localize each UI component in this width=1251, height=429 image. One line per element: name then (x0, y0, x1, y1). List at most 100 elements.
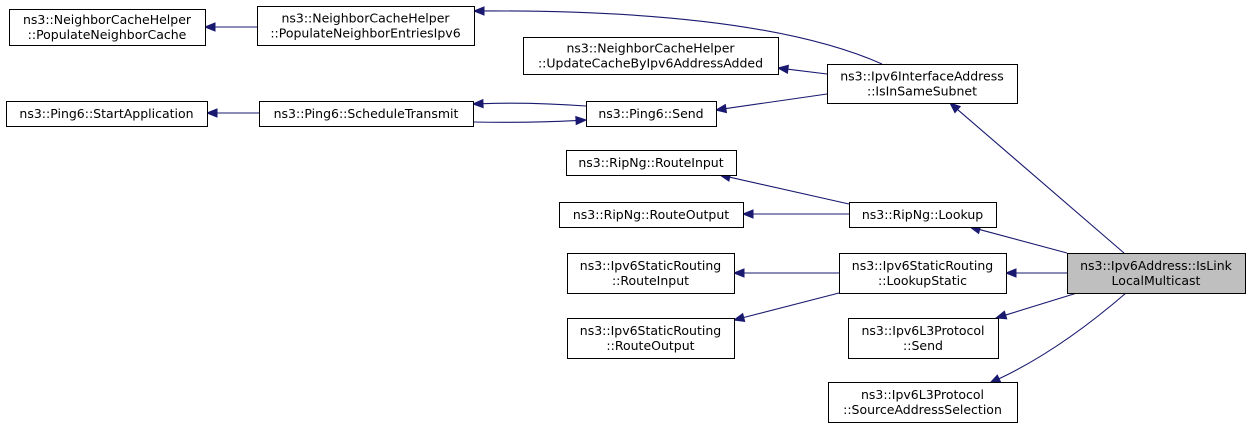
edge-line (957, 109, 1125, 254)
arrowhead (732, 312, 746, 322)
edge-lookup-static-to-static-output (732, 292, 840, 322)
node-box (257, 6, 475, 46)
node-box (827, 64, 1018, 104)
arrowhead (203, 22, 216, 32)
arrowhead (988, 374, 1002, 384)
node-label: ns3::Ping6::StartApplication (19, 106, 193, 121)
node-l3-send[interactable]: ns3::Ipv6L3Protocol::Send (848, 318, 999, 359)
edge-schedule-tx-to-ping-send (472, 115, 588, 126)
node-static-output[interactable]: ns3::Ipv6StaticRouting::RouteOutput (567, 318, 735, 359)
node-label: ns3::Ipv6L3Protocol (861, 323, 984, 338)
node-box (9, 9, 206, 46)
node-populate-cache[interactable]: ns3::NeighborCacheHelper::PopulateNeighb… (9, 9, 206, 46)
node-box (523, 37, 779, 75)
edge-line (1005, 292, 1078, 316)
node-ripng-lookup[interactable]: ns3::RipNg::Lookup (849, 202, 997, 228)
edge-ripng-lookup-to-ripng-output (741, 209, 849, 219)
node-label: ns3::RipNg::Lookup (862, 207, 983, 222)
node-label: ns3::Ipv6InterfaceAddress (840, 69, 1004, 84)
node-label: LocalMulticast (1112, 273, 1201, 288)
node-ripng-output[interactable]: ns3::RipNg::RouteOutput (559, 202, 744, 228)
node-same-subnet[interactable]: ns3::Ipv6InterfaceAddress::IsInSameSubne… (827, 64, 1018, 104)
edge-lookup-static-to-static-input (732, 268, 839, 278)
arrowhead (994, 310, 1008, 320)
edge-ripng-lookup-to-ripng-input (718, 172, 850, 205)
node-label: ns3::Ping6::ScheduleTransmit (274, 106, 459, 121)
arrowhead (948, 102, 962, 114)
node-label: ns3::Ipv6Address::IsLink (1080, 258, 1233, 273)
node-box (566, 150, 737, 176)
arrowhead (472, 6, 485, 16)
node-label: ::Send (903, 338, 943, 353)
node-box (828, 382, 1018, 423)
edge-is-link-local-to-l3-send (994, 292, 1078, 320)
node-label: ::UpdateCacheByIpv6AddressAdded (538, 56, 763, 71)
arrowhead (741, 209, 754, 219)
node-box (259, 101, 474, 127)
node-box (849, 202, 997, 228)
node-populate-ipv6[interactable]: ns3::NeighborCacheHelper::PopulateNeighb… (257, 6, 475, 46)
edges-layer (203, 6, 1127, 384)
edge-is-link-local-to-l3-sas (988, 292, 1127, 384)
node-box (839, 253, 1007, 294)
arrowhead (1004, 268, 1017, 278)
node-label: ns3::Ipv6StaticRouting (580, 258, 721, 273)
node-label: ns3::RipNg::RouteOutput (573, 207, 729, 222)
node-box (567, 253, 735, 294)
node-label: ::PopulateNeighborCache (28, 27, 187, 42)
arrowhead (205, 108, 218, 118)
node-label: ::RouteOutput (606, 338, 694, 353)
edge-populate-ipv6-to-populate-cache (203, 22, 257, 32)
node-schedule-tx[interactable]: ns3::Ping6::ScheduleTransmit (259, 101, 474, 127)
arrowhead (714, 103, 728, 114)
node-label: ns3::Ipv6StaticRouting (852, 258, 993, 273)
arrowhead (575, 115, 588, 126)
node-ripng-input[interactable]: ns3::RipNg::RouteInput (566, 150, 737, 176)
node-box (1067, 253, 1246, 294)
edge-line (787, 68, 828, 75)
node-lookup-static[interactable]: ns3::Ipv6StaticRouting::LookupStatic (839, 253, 1007, 294)
node-label: ::SourceAddressSelection (843, 402, 1002, 417)
node-label: ns3::Ping6::Send (598, 106, 703, 121)
edge-line (725, 93, 828, 110)
node-label: ::LookupStatic (878, 273, 967, 288)
node-box (559, 202, 744, 228)
edge-line (998, 292, 1127, 380)
node-l3-sas[interactable]: ns3::Ipv6L3Protocol::SourceAddressSelect… (828, 382, 1018, 423)
node-label: ns3::NeighborCacheHelper (566, 41, 735, 56)
node-update-cache[interactable]: ns3::NeighborCacheHelper::UpdateCacheByI… (523, 37, 779, 75)
edge-schedule-tx-to-start-app (205, 108, 259, 118)
arrowhead (732, 268, 745, 278)
nodes-layer: ns3::NeighborCacheHelper::PopulateNeighb… (6, 6, 1246, 423)
edge-ping-send-to-schedule-tx (471, 98, 587, 109)
node-label: ns3::Ipv6StaticRouting (580, 323, 721, 338)
edge-is-link-local-to-ripng-lookup (968, 225, 1068, 254)
arrowhead (776, 64, 789, 74)
node-label: ns3::Ipv6L3Protocol (861, 387, 984, 402)
edge-line (482, 102, 587, 107)
edge-is-link-local-to-same-subnet (948, 102, 1125, 254)
edge-same-subnet-to-update-cache (776, 64, 828, 75)
node-box (567, 318, 735, 359)
node-label: ns3::RipNg::RouteInput (578, 155, 723, 170)
node-label: ::RouteInput (612, 273, 689, 288)
node-box (586, 101, 717, 127)
node-box (848, 318, 999, 359)
node-label: ::PopulateNeighborEntriesIpv6 (270, 26, 460, 41)
edge-line (483, 10, 883, 65)
node-label: ns3::NeighborCacheHelper (23, 12, 192, 27)
node-label: ::IsInSameSubnet (867, 84, 977, 99)
edge-is-link-local-to-lookup-static (1004, 268, 1067, 278)
node-start-app[interactable]: ns3::Ping6::StartApplication (6, 101, 208, 127)
node-static-input[interactable]: ns3::Ipv6StaticRouting::RouteInput (567, 253, 735, 294)
arrowhead (471, 98, 484, 109)
node-box (6, 101, 208, 127)
node-ping-send[interactable]: ns3::Ping6::Send (586, 101, 717, 127)
edge-same-subnet-to-populate-ipv6 (472, 6, 883, 65)
edge-line (979, 229, 1068, 254)
edge-line (743, 292, 840, 319)
edge-line (472, 119, 577, 123)
edge-same-subnet-to-ping-send (714, 93, 828, 114)
